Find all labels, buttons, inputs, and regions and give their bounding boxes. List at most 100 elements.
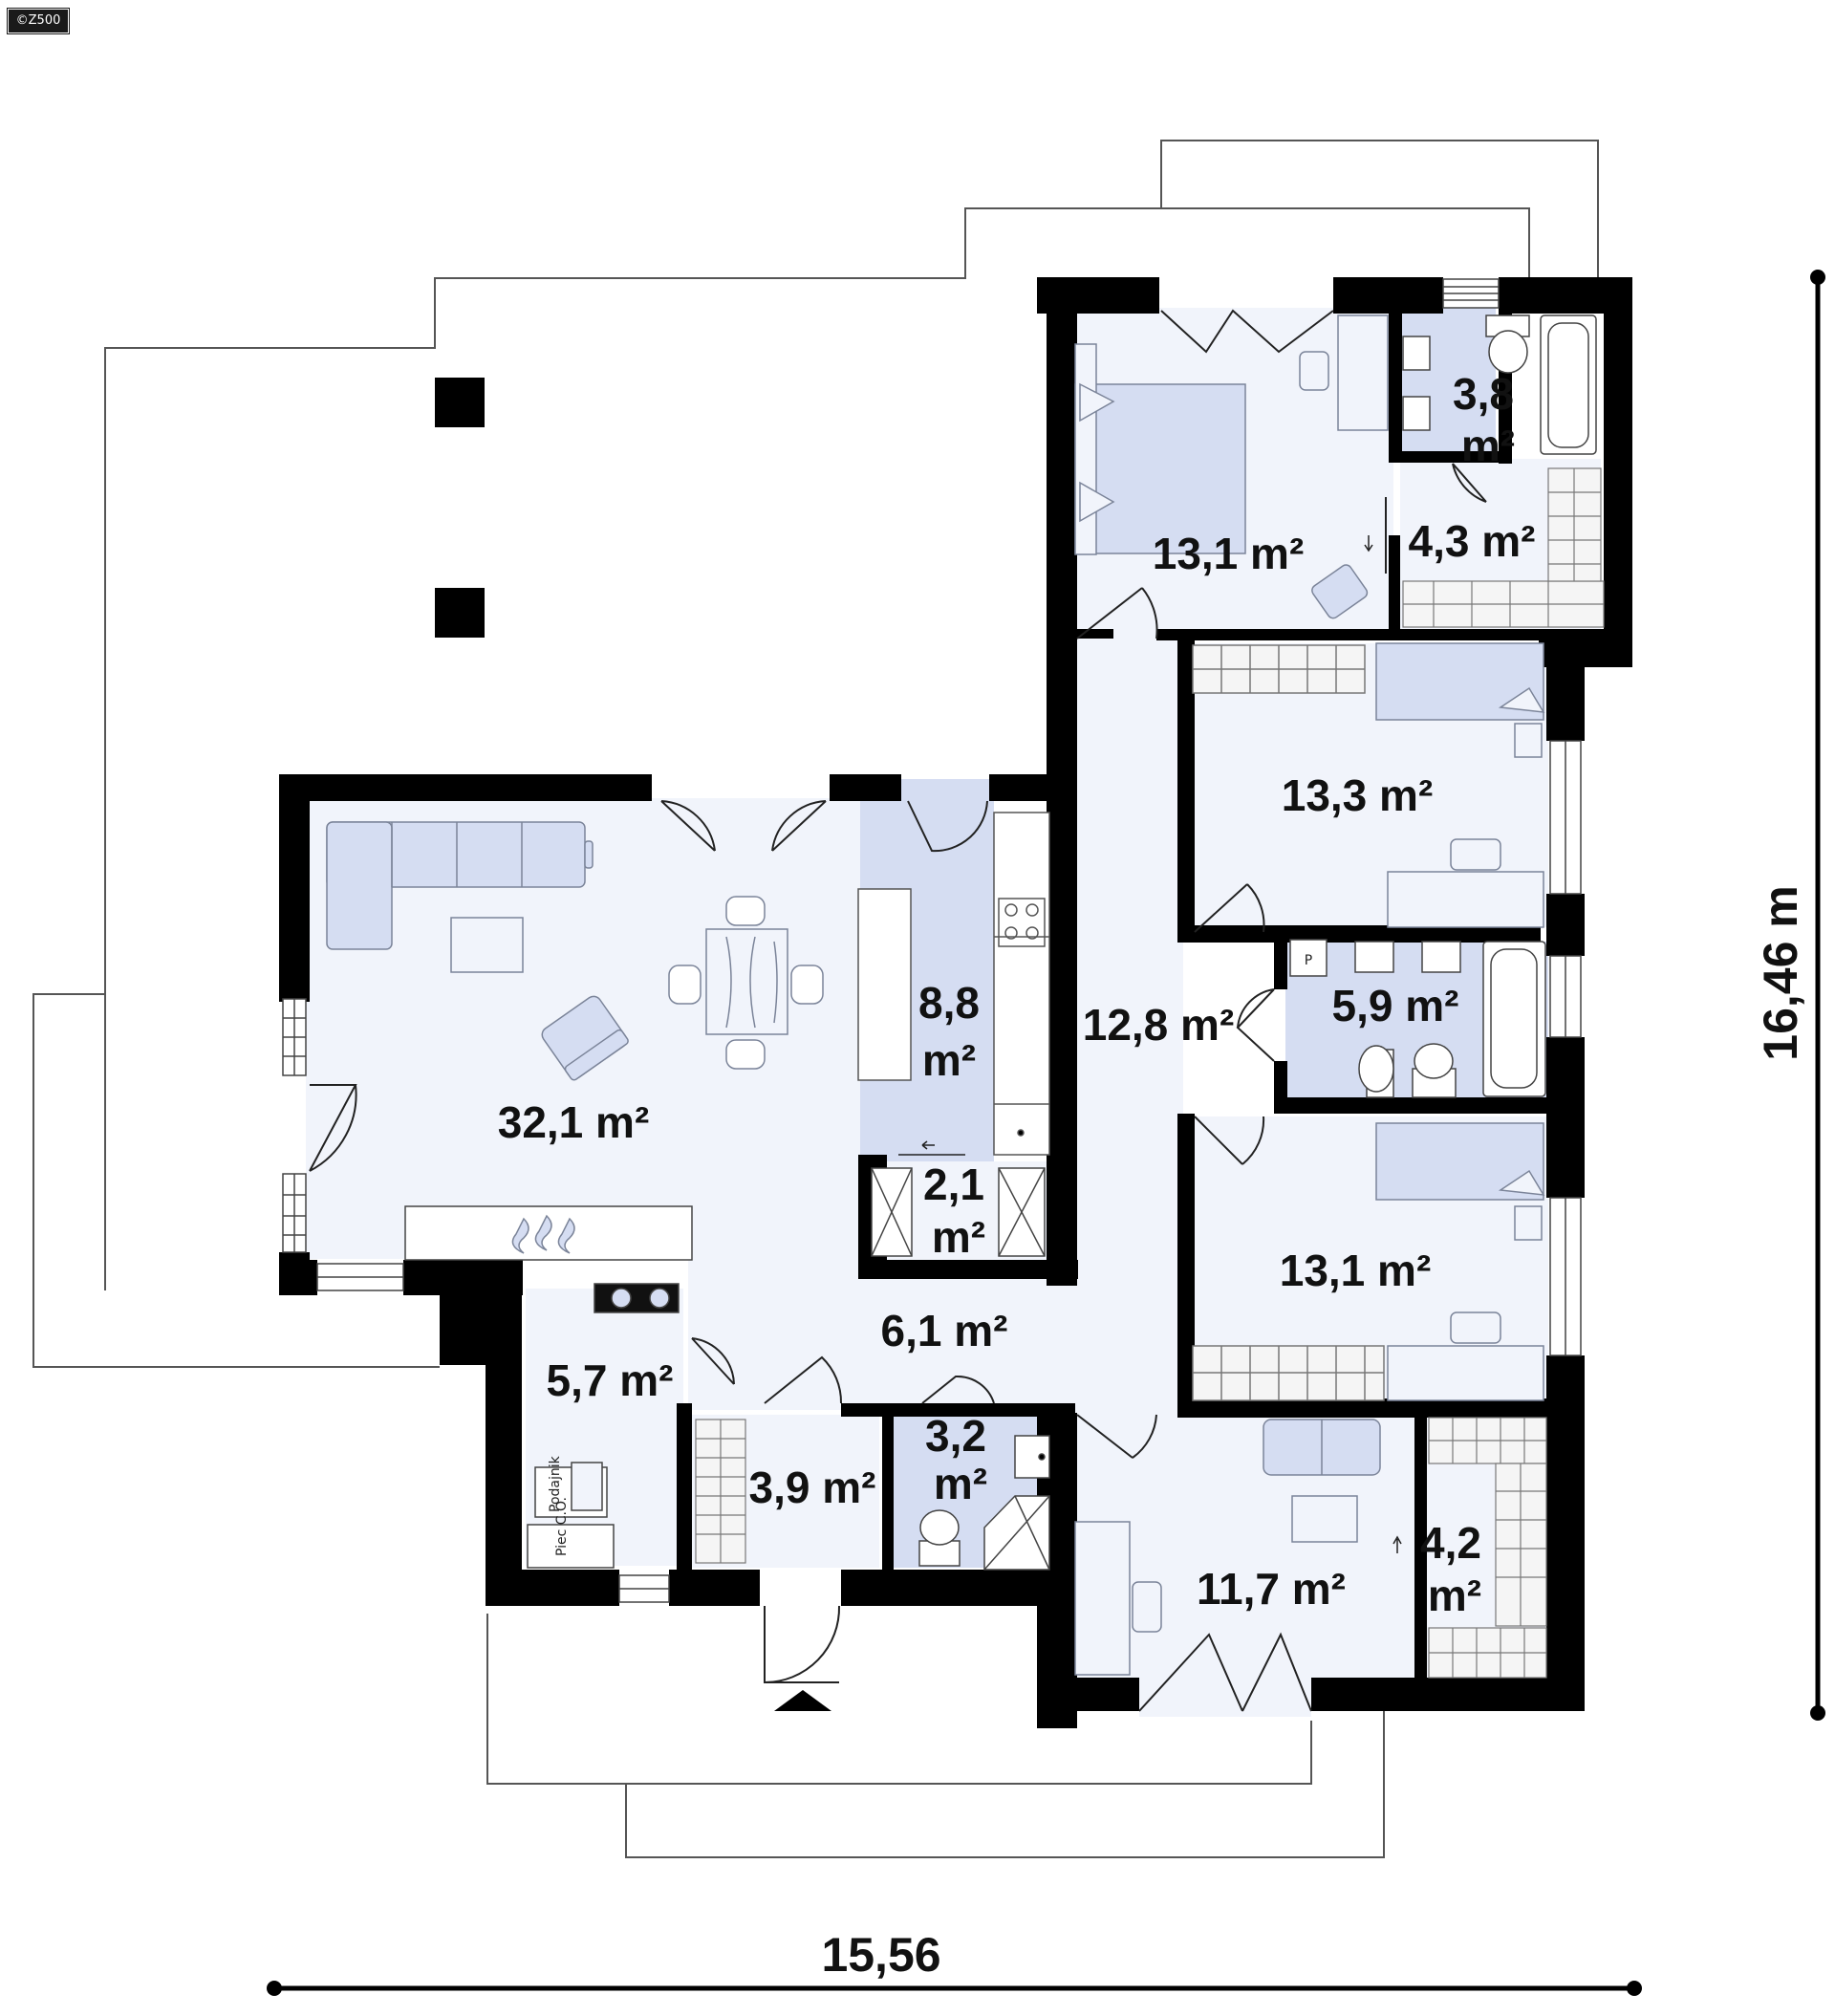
dining-table <box>668 896 824 1070</box>
coffee-table <box>450 917 524 973</box>
area-label-bedroom-4: 11,7 m² <box>1197 1564 1346 1614</box>
master-bedroom-furniture <box>1074 314 1389 619</box>
bathroom-fixtures <box>1289 939 1546 1098</box>
window-icon <box>316 1263 404 1291</box>
bedroom2-furniture <box>1192 642 1545 928</box>
bathtub-icon <box>1540 314 1597 455</box>
area-label-living: 32,1 m² <box>498 1097 650 1147</box>
area-label-bedroom-3: 13,1 m² <box>1280 1246 1432 1295</box>
door-swing-icon <box>1160 309 1334 354</box>
entrance-arrow-icon <box>774 1690 831 1711</box>
wc-fixtures <box>918 1435 1050 1571</box>
bathtub-icon <box>1482 941 1546 1097</box>
door-swing-icon <box>1194 883 1265 933</box>
boiler-unit <box>527 1524 615 1569</box>
desk <box>1337 314 1389 431</box>
bed-icon <box>1375 1122 1545 1201</box>
master-bath-fixtures <box>1402 314 1597 455</box>
sink-icon <box>1402 336 1431 431</box>
window-icon <box>1442 278 1500 309</box>
door-swing-icon <box>660 800 827 852</box>
door-swing-icon <box>1138 1632 1312 1712</box>
wardrobe-icon <box>1192 1345 1385 1401</box>
door-swing-icon <box>691 1337 735 1385</box>
boiler-floor <box>526 1289 683 1566</box>
window-icon <box>618 1574 670 1603</box>
room-labels: 32,1 m² 8,8 m² 2,1 m² 6,1 m² 12,8 m² 5,7… <box>498 369 1536 1620</box>
entry-step <box>1139 1682 1311 1717</box>
bed-icon <box>1074 343 1246 555</box>
toilet-icon <box>1358 1045 1394 1098</box>
windows <box>282 278 1582 1603</box>
area-label-master-bath-1: 3,8 <box>1453 369 1514 419</box>
area-label-wc-1: 3,2 <box>925 1411 986 1461</box>
master-bath-floor <box>1400 308 1496 456</box>
dimension-width: 15,56 <box>267 1928 1642 1996</box>
kitchen-counter <box>993 812 1050 1156</box>
stove-icon <box>998 898 1046 947</box>
area-label-pantry-2: m² <box>932 1212 985 1262</box>
bedroom4-furniture <box>1074 1419 1402 1676</box>
window-icon <box>282 998 307 1076</box>
boiler-equipment <box>527 1283 680 1569</box>
feeder-label: Podajnik <box>548 1455 563 1512</box>
kitchen-furniture <box>857 812 1050 1156</box>
wardrobe-icon <box>1428 1417 1547 1679</box>
terrace-pillars <box>435 378 485 638</box>
fireplace-icon <box>511 1214 575 1254</box>
watermark-badge: ©Z500 <box>7 8 70 34</box>
door-swing-icon <box>764 1605 841 1683</box>
area-label-vestibule: 3,9 m² <box>749 1463 876 1512</box>
desk <box>1074 1521 1131 1676</box>
area-label-wardrobe-4-2: m² <box>1428 1571 1481 1620</box>
shower-icon <box>983 1495 1050 1571</box>
door-swing-icon <box>1452 463 1487 503</box>
area-label-boiler: 5,7 m² <box>547 1355 674 1405</box>
area-label-wardrobe-4-1: 4,2 <box>1420 1518 1481 1568</box>
kitchen-island <box>857 888 912 1081</box>
toilet-icon <box>1485 314 1530 374</box>
bedroom3-furniture <box>1192 1122 1545 1401</box>
wardrobe-icon <box>1402 467 1605 628</box>
walls <box>279 277 1632 1728</box>
desk <box>1387 871 1544 928</box>
wardrobe-icon <box>1192 644 1366 694</box>
sofa-icon <box>1263 1419 1381 1476</box>
dimension-width-label: 15,56 <box>821 1928 940 1982</box>
bed-icon <box>1375 642 1545 721</box>
area-label-master-wardrobe: 4,3 m² <box>1409 516 1536 566</box>
living-furniture <box>326 821 824 1261</box>
door-swing-icon <box>1076 587 1158 639</box>
dimension-depth: 16,46 m <box>1754 270 1825 1721</box>
door-swing-icon <box>1076 1414 1157 1459</box>
wardrobe-icon <box>695 1419 746 1564</box>
dimension-depth-label: 16,46 m <box>1754 885 1807 1060</box>
sink-icon <box>1354 941 1461 973</box>
area-label-pantry-1: 2,1 <box>923 1160 984 1209</box>
window-icon <box>1549 1197 1582 1356</box>
doors <box>309 309 1487 1712</box>
area-label-wc-2: m² <box>934 1459 987 1508</box>
area-label-hall: 6,1 m² <box>881 1306 1008 1355</box>
boiler-label: Piec C.O. <box>554 1497 570 1556</box>
window-icon <box>282 1173 307 1253</box>
area-label-kitchen-1: 8,8 <box>918 978 980 1028</box>
door-swing-icon <box>309 1084 357 1172</box>
roof-outlines <box>32 140 1599 1858</box>
window-icon <box>1549 740 1582 895</box>
area-label-kitchen-2: m² <box>922 1035 976 1085</box>
window-icon <box>1549 955 1582 1038</box>
door-swing-icon <box>1194 1116 1265 1165</box>
toilet-icon <box>918 1509 961 1567</box>
hall-floor <box>688 1257 1185 1410</box>
door-swing-icon <box>921 1375 995 1404</box>
sofa-icon <box>326 821 594 950</box>
p-mark: P <box>1305 953 1312 968</box>
sink-icon <box>1014 1435 1050 1479</box>
toilet-icon <box>1412 1043 1457 1098</box>
armchair <box>541 995 629 1081</box>
area-label-master-bath-2: m² <box>1461 421 1515 470</box>
area-label-bathroom: 5,9 m² <box>1332 981 1459 1030</box>
watermark-text: ©Z500 <box>15 13 61 28</box>
